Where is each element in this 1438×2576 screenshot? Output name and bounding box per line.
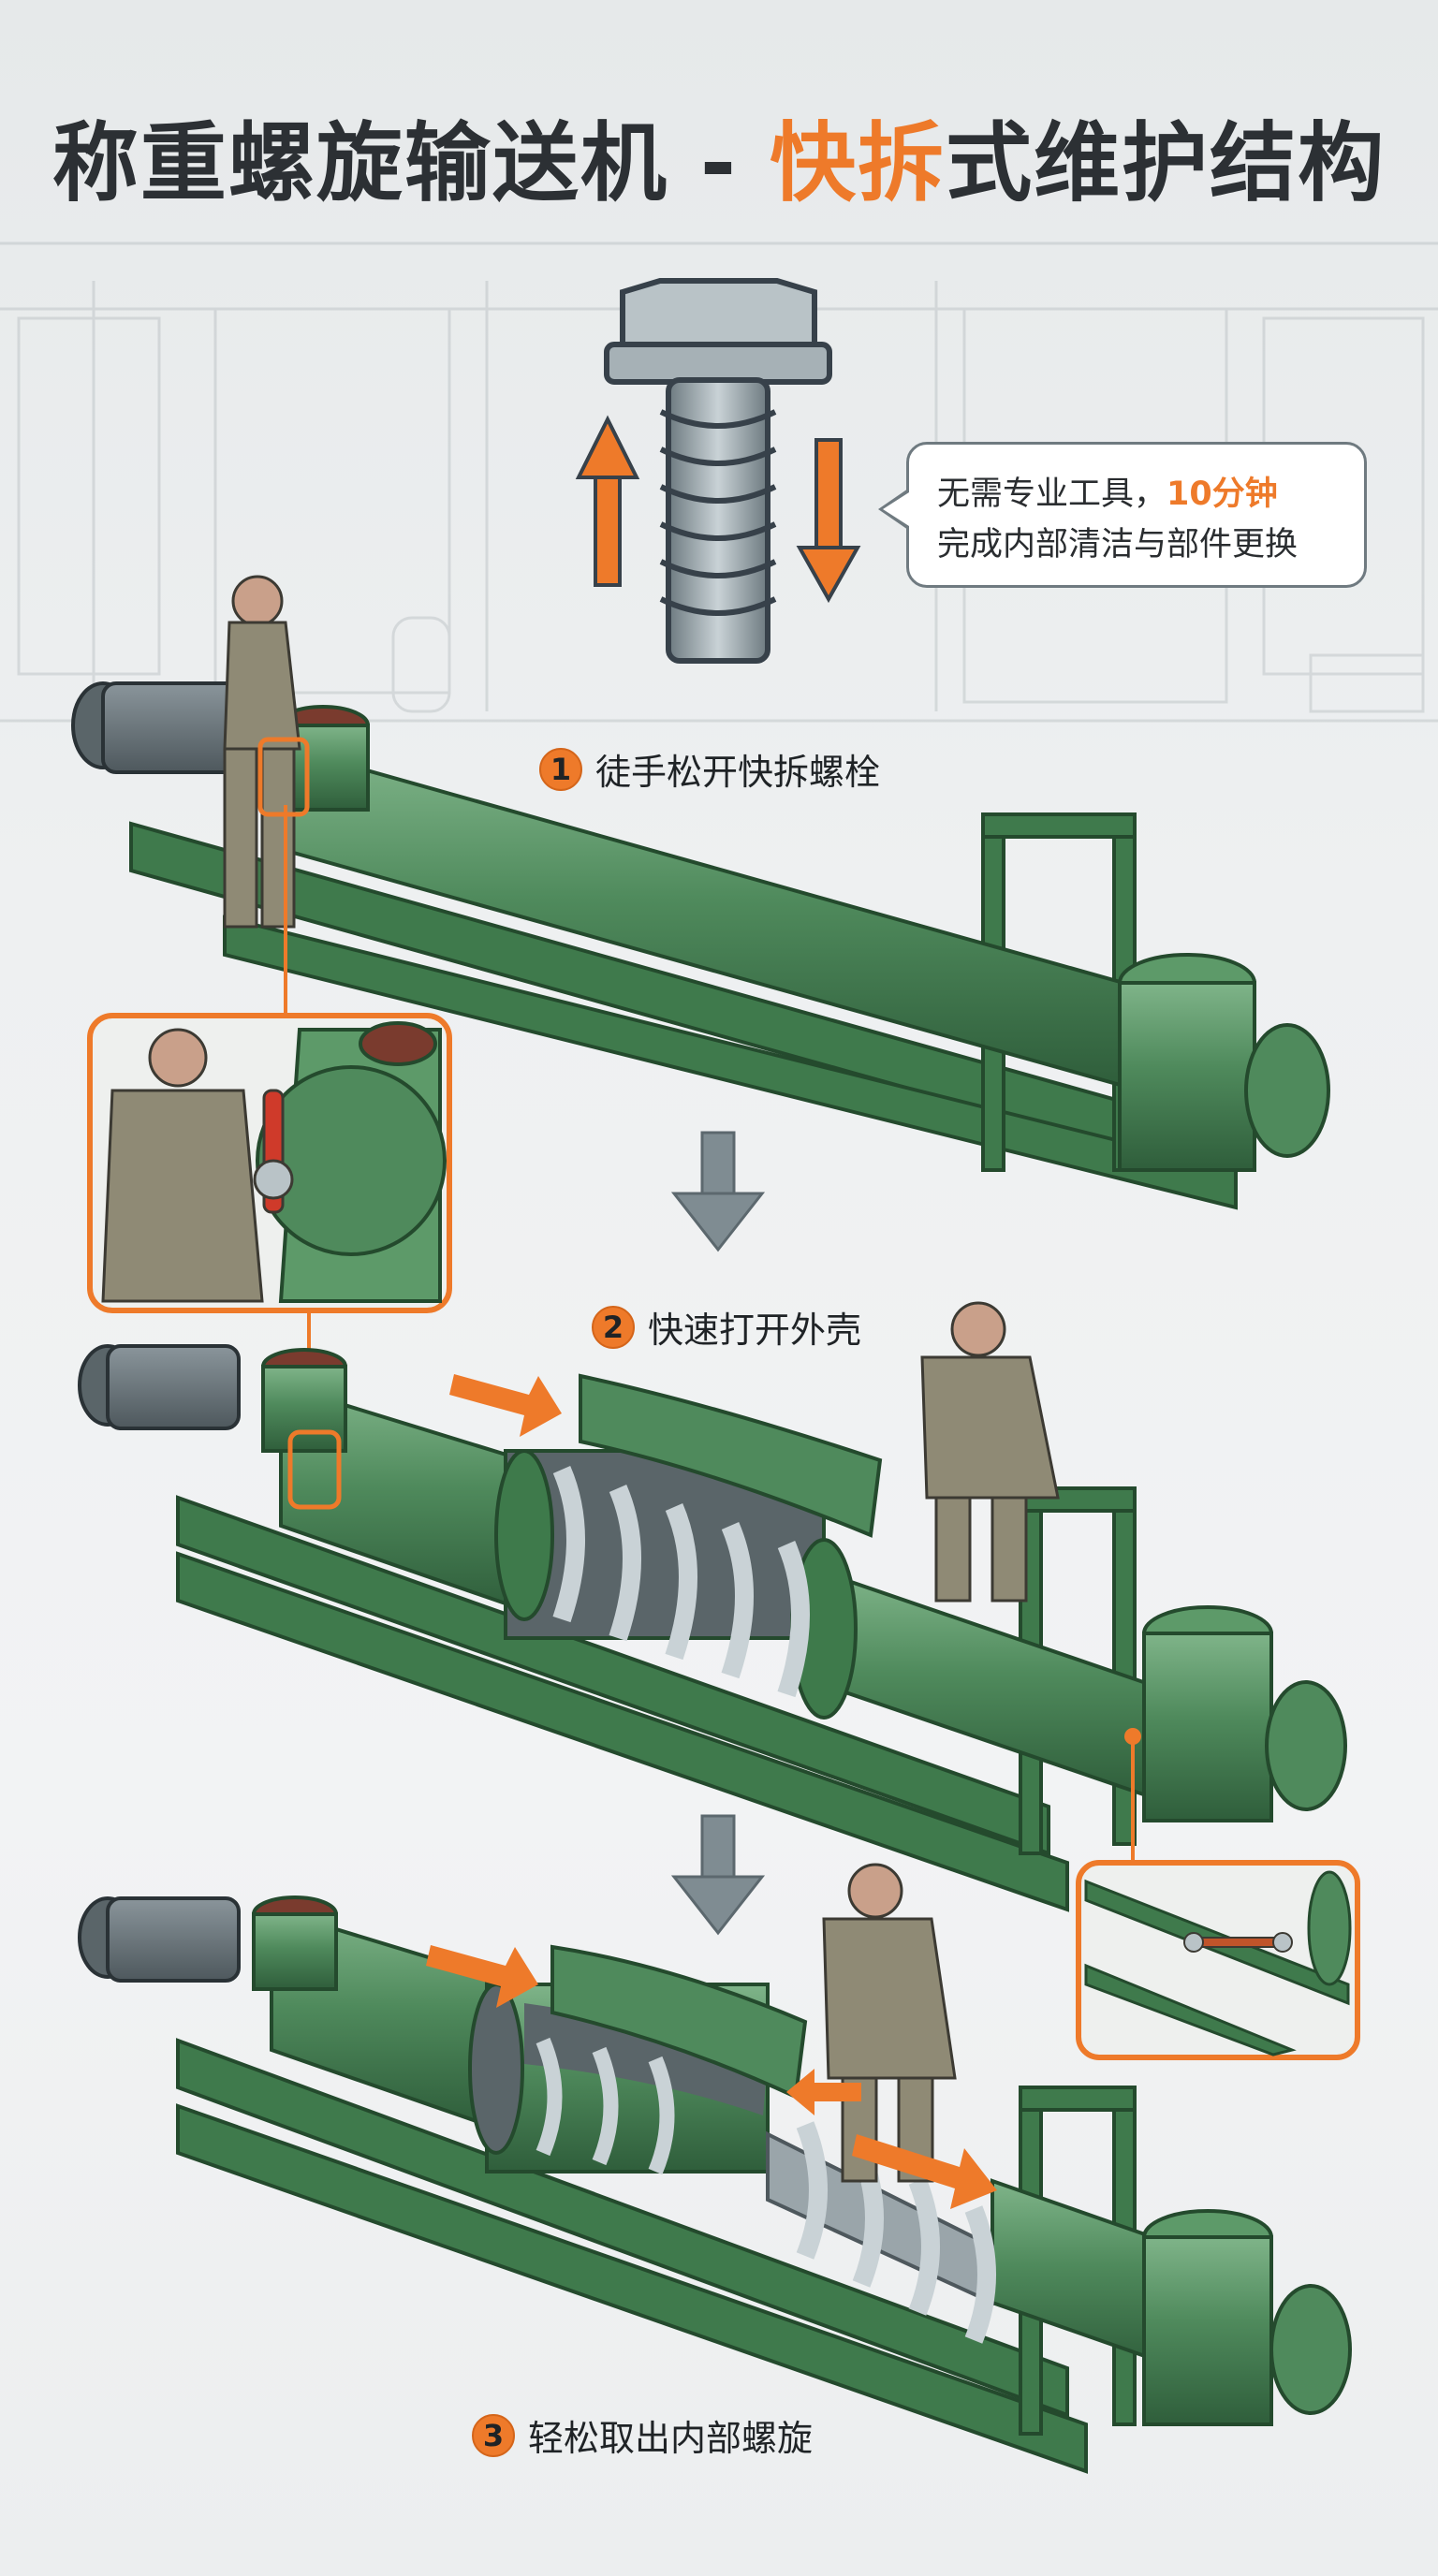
down-arrow-icon bbox=[796, 438, 861, 604]
machine-3-pipe bbox=[252, 1895, 1352, 2426]
up-arrow-icon bbox=[575, 415, 640, 587]
step-3-label: 轻松取出内部螺旋 bbox=[528, 2418, 814, 2459]
machine-2-arrow bbox=[449, 1374, 562, 1437]
bolt-icon bbox=[604, 278, 832, 664]
inset-bolt-closeup bbox=[87, 737, 452, 1460]
callout-line-2: 完成内部清洁与部件更换 bbox=[937, 526, 1299, 564]
machine-3-arrows bbox=[426, 1945, 997, 2209]
step-1-label: 徒手松开快拆螺栓 bbox=[595, 752, 881, 793]
title-highlight: 快拆 bbox=[770, 113, 946, 213]
machine-2-motor bbox=[78, 1344, 241, 1430]
step-3-number: 3 bbox=[472, 2413, 515, 2457]
machine-1-pipe bbox=[276, 705, 1330, 1172]
step-down-arrow-icon bbox=[670, 1814, 766, 1936]
machine-3-motor bbox=[78, 1896, 241, 1983]
step-2-number: 2 bbox=[592, 1305, 635, 1349]
machine-3-worker bbox=[822, 1863, 957, 2183]
callout-line1-text: 无需专业工具， bbox=[937, 476, 1167, 513]
inset-frame-closeup bbox=[1076, 1728, 1360, 2060]
machine-2-frame bbox=[176, 1486, 1137, 1912]
machine-2-pipe bbox=[261, 1348, 1347, 1822]
step-2-label: 快速打开外壳 bbox=[648, 1310, 862, 1351]
machine-1-frame bbox=[129, 812, 1238, 1210]
page-title: 称重螺旋输送机 - 快拆式维护结构 bbox=[0, 94, 1438, 218]
callout-line-1: 无需专业工具，10分钟 bbox=[937, 469, 1364, 520]
step-1: 1 徒手松开快拆螺栓 bbox=[539, 743, 880, 795]
machine-2-worker bbox=[920, 1301, 1060, 1603]
step-2: 2 快速打开外壳 bbox=[592, 1301, 861, 1353]
machine-1-motor bbox=[71, 681, 245, 774]
callout-box: 无需专业工具，10分钟 完成内部清洁与部件更换 bbox=[906, 442, 1367, 588]
machine-2-bolt-highlight bbox=[287, 1429, 342, 1510]
step-3: 3 轻松取出内部螺旋 bbox=[472, 2409, 813, 2461]
step-down-arrow-icon bbox=[670, 1131, 766, 1252]
title-part2: 式维护结构 bbox=[946, 113, 1387, 213]
callout-highlight: 10分钟 bbox=[1167, 476, 1278, 513]
callout-tail-inner bbox=[883, 492, 909, 526]
step-1-number: 1 bbox=[539, 747, 582, 791]
machine-1-worker bbox=[223, 575, 301, 929]
title-part1: 称重螺旋输送机 - bbox=[51, 113, 770, 213]
